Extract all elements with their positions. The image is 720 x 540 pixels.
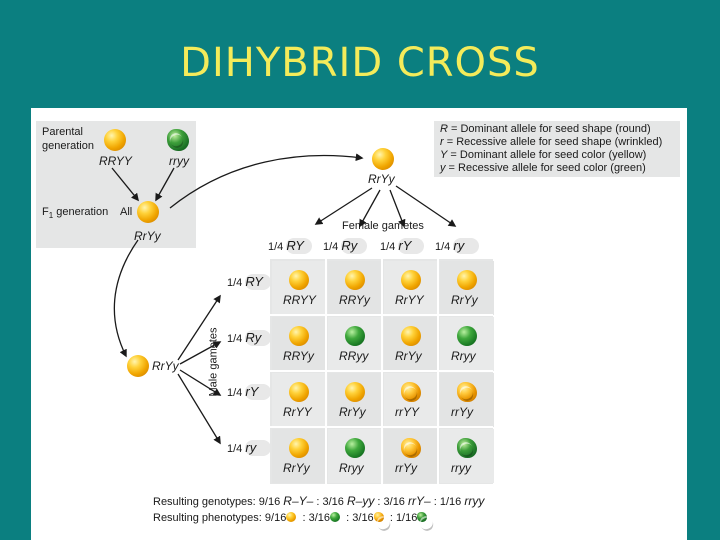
yellow-round-pea-icon xyxy=(289,270,309,290)
green-wrinkled-pea-icon xyxy=(417,512,428,522)
yellow-round-pea-icon xyxy=(372,148,394,170)
cell-genotype: Rryy xyxy=(339,461,364,475)
male-gamete: 1/4 Ry xyxy=(227,330,262,345)
male-gamete: 1/4 ry xyxy=(227,440,257,455)
cell-genotype: rrYy xyxy=(451,405,473,419)
grid-line xyxy=(270,370,493,372)
yellow-wrinkled-pea-icon xyxy=(401,438,421,458)
female-gamete: 1/4 rY xyxy=(380,238,412,253)
parental-label: Parental xyxy=(42,126,83,138)
yellow-round-pea-icon xyxy=(104,129,126,151)
gamete-bubble xyxy=(245,274,271,290)
gamete-bubble xyxy=(245,384,271,400)
gamete-bubble xyxy=(286,238,312,254)
cell-genotype: RrYy xyxy=(339,405,366,419)
green-wrinkled-pea-icon xyxy=(167,129,189,151)
female-genotype: RrYy xyxy=(368,172,395,186)
cell-genotype: RRYy xyxy=(339,293,370,307)
cell-genotype: RrYY xyxy=(283,405,312,419)
yellow-round-pea-icon xyxy=(286,512,297,522)
arrow xyxy=(389,189,406,228)
arrow xyxy=(179,369,222,396)
arrow xyxy=(177,373,221,445)
yellow-round-pea-icon xyxy=(345,270,365,290)
green-round-pea-icon xyxy=(457,326,477,346)
legend-line: R = Dominant allele for seed shape (roun… xyxy=(440,123,651,135)
arrow xyxy=(359,189,381,228)
arrow xyxy=(395,185,457,227)
f1-genotype: RrYy xyxy=(134,229,161,243)
arrow xyxy=(314,187,373,225)
yellow-round-pea-icon xyxy=(401,326,421,346)
cell-genotype: RrYy xyxy=(451,293,478,307)
resulting-genotypes: Resulting genotypes: 9/16 R–Y– : 3/16 R–… xyxy=(153,494,485,508)
resulting-phenotypes: Resulting phenotypes: 9/16 : 3/16 : 3/16… xyxy=(153,512,428,524)
f1-all-label: All xyxy=(120,206,133,218)
yellow-wrinkled-pea-icon xyxy=(401,382,421,402)
green-wrinkled-pea-icon xyxy=(457,438,477,458)
gamete-bubble xyxy=(341,238,367,254)
gamete-bubble xyxy=(245,330,271,346)
cell-genotype: Rryy xyxy=(451,349,476,363)
legend-line: Y = Dominant allele for seed color (yell… xyxy=(440,149,647,161)
female-gamete: 1/4 ry xyxy=(435,238,465,253)
cell-genotype: RrYY xyxy=(395,293,424,307)
arrow xyxy=(111,167,139,202)
cell-genotype: RRYY xyxy=(283,293,316,307)
female-gamete: 1/4 Ry xyxy=(323,238,358,253)
arrow xyxy=(113,239,139,358)
grid-line xyxy=(437,259,439,484)
grid-line xyxy=(270,426,493,428)
yellow-round-pea-icon xyxy=(401,270,421,290)
cell-genotype: RRyy xyxy=(339,349,369,363)
yellow-round-pea-icon xyxy=(137,201,159,223)
arrow xyxy=(179,341,222,365)
cell-genotype: rrYY xyxy=(395,405,419,419)
arrow xyxy=(169,153,364,209)
page-title: DIHYBRID CROSS xyxy=(180,40,540,86)
gamete-bubble xyxy=(398,238,424,254)
yellow-round-pea-icon xyxy=(289,382,309,402)
cell-genotype: RrYy xyxy=(283,461,310,475)
male-genotype: RrYy xyxy=(152,359,179,373)
cell-genotype: RrYy xyxy=(395,349,422,363)
parent-genotype: rryy xyxy=(169,154,189,168)
f1-label: F1 generation xyxy=(42,206,109,221)
yellow-wrinkled-pea-icon xyxy=(373,512,384,522)
green-round-pea-icon xyxy=(345,326,365,346)
cell-genotype: rryy xyxy=(451,461,471,475)
green-round-pea-icon xyxy=(345,438,365,458)
male-gamete: 1/4 rY xyxy=(227,384,259,399)
yellow-round-pea-icon xyxy=(289,326,309,346)
green-round-pea-icon xyxy=(330,512,341,522)
legend-line: r = Recessive allele for seed shape (wri… xyxy=(440,136,663,148)
yellow-round-pea-icon xyxy=(289,438,309,458)
yellow-wrinkled-pea-icon xyxy=(457,382,477,402)
allele-legend: R = Dominant allele for seed shape (roun… xyxy=(434,121,680,177)
yellow-round-pea-icon xyxy=(127,355,149,377)
yellow-round-pea-icon xyxy=(345,382,365,402)
cell-genotype: rrYy xyxy=(395,461,417,475)
cell-genotype: RRYy xyxy=(283,349,314,363)
gamete-bubble xyxy=(453,238,479,254)
male-gamete: 1/4 RY xyxy=(227,274,263,289)
arrow xyxy=(177,294,221,361)
gamete-bubble xyxy=(245,440,271,456)
legend-line: y = Recessive allele for seed color (gre… xyxy=(440,162,646,174)
parental-label: generation xyxy=(42,140,94,152)
female-gamete: 1/4 RY xyxy=(268,238,304,253)
parent-genotype: RRYY xyxy=(99,154,132,168)
yellow-round-pea-icon xyxy=(457,270,477,290)
arrow xyxy=(155,167,175,202)
